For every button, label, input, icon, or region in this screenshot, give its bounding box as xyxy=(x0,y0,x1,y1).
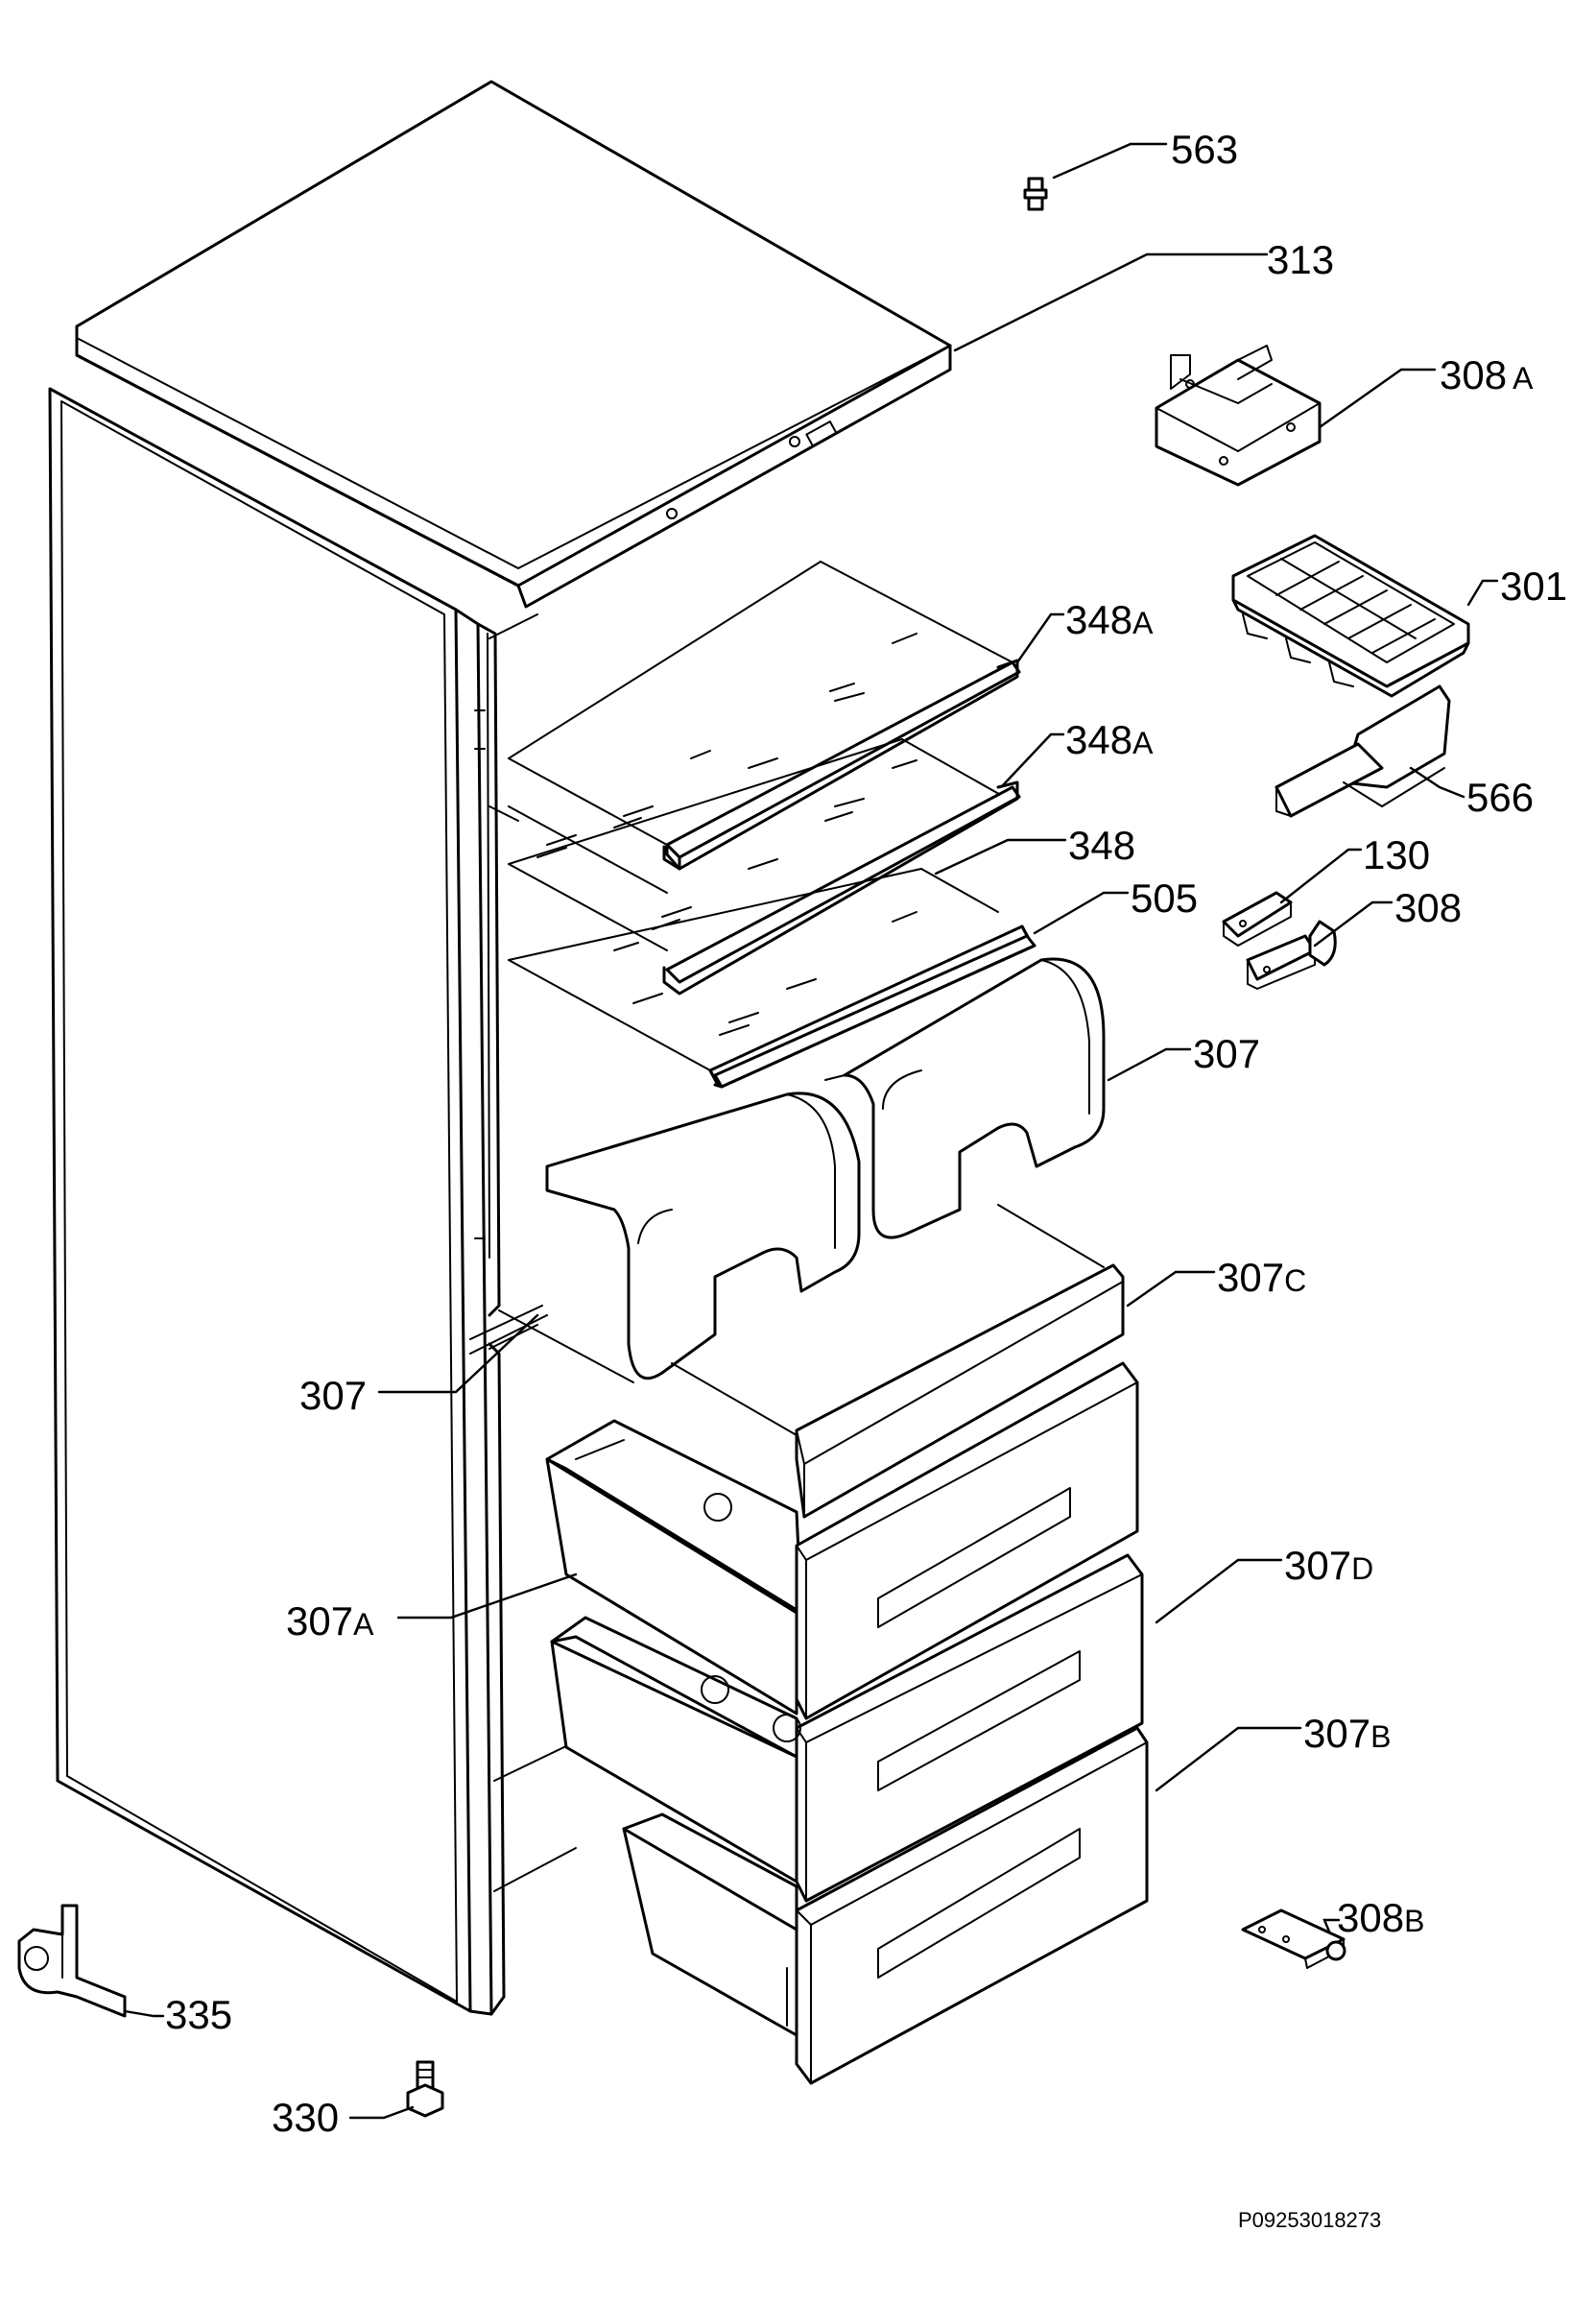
hinge-308b xyxy=(1241,1908,1346,1969)
label-307-right: 307 xyxy=(1193,1031,1260,1076)
label-335: 335 xyxy=(165,1992,232,2037)
glass-shelf-348a-middle xyxy=(488,738,1021,996)
freezer-drawer-307d xyxy=(550,1553,1144,1903)
label-307d: 307D xyxy=(1284,1543,1373,1588)
label-308: 308 xyxy=(1394,885,1462,930)
hinge-308 xyxy=(1246,920,1337,990)
label-348a-top: 348A xyxy=(1065,597,1154,642)
ice-tray-301 xyxy=(1231,534,1470,698)
shelf-rail-505 xyxy=(713,934,1036,1089)
freezer-drawer-307b xyxy=(622,1726,1149,2085)
label-566: 566 xyxy=(1466,775,1534,820)
label-307-left: 307 xyxy=(299,1373,367,1418)
label-307c: 307C xyxy=(1217,1255,1306,1300)
label-563: 563 xyxy=(1171,127,1238,172)
crisper-307-right xyxy=(824,957,1106,1239)
diagram-reference-code: P09253018273 xyxy=(1238,2208,1381,2232)
glass-shelf-348a-top xyxy=(508,561,1021,871)
label-330: 330 xyxy=(272,2095,339,2140)
bracket-308a xyxy=(1155,345,1322,487)
leader-lines xyxy=(123,142,1499,2120)
label-505: 505 xyxy=(1131,876,1198,921)
label-307a: 307A xyxy=(286,1598,374,1644)
label-307b: 307B xyxy=(1303,1711,1391,1756)
crisper-307-left xyxy=(498,1092,861,1383)
screw-563 xyxy=(1023,177,1048,211)
label-130: 130 xyxy=(1363,832,1430,877)
cabinet-body xyxy=(48,387,625,2016)
ice-scraper-566 xyxy=(1274,684,1451,818)
bracket-130 xyxy=(1222,891,1293,947)
label-313: 313 xyxy=(1267,237,1334,282)
freezer-drawer-307a xyxy=(545,1361,1139,1720)
top-cover-313 xyxy=(75,80,952,609)
label-301: 301 xyxy=(1500,564,1567,609)
hinge-335 xyxy=(17,1904,127,2018)
label-348a-middle: 348A xyxy=(1065,717,1154,762)
crisper-cover-307c xyxy=(671,1204,1125,1519)
label-308b: 308B xyxy=(1337,1895,1424,1940)
label-348: 348 xyxy=(1068,823,1135,868)
